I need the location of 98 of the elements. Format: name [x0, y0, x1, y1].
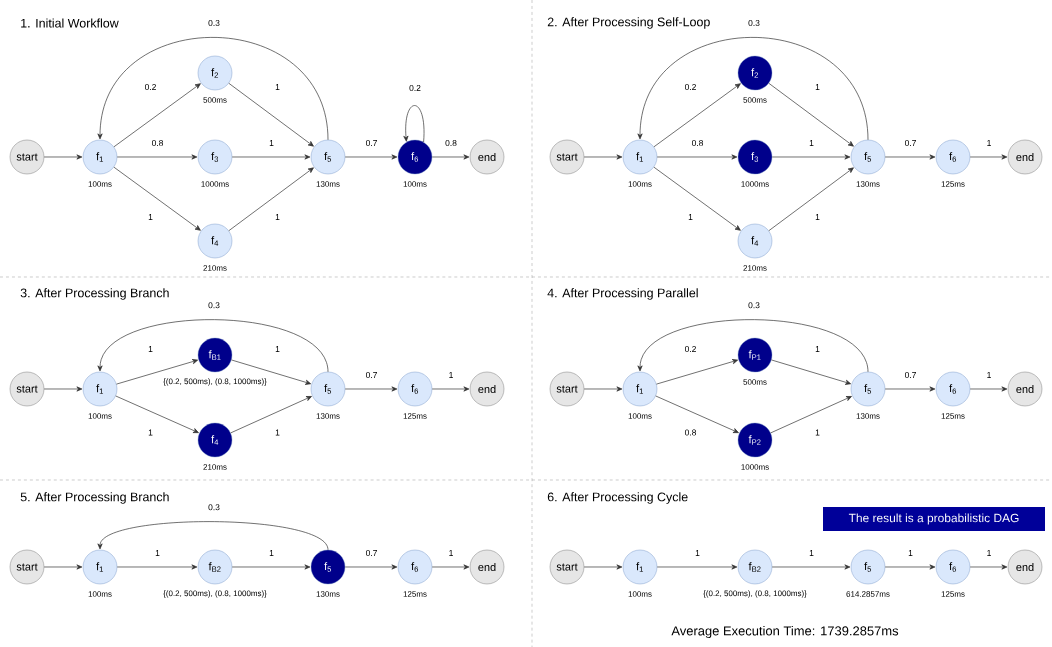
- arrow: [583, 154, 623, 160]
- edge-label: 1: [147, 345, 154, 353]
- edge-label: 1: [274, 428, 281, 437]
- edge-label: 1: [808, 139, 815, 147]
- arrow: [583, 564, 623, 570]
- edge-label: 0.2: [408, 84, 422, 92]
- arrow: [768, 167, 854, 232]
- arrow: [113, 166, 201, 231]
- arrow: [884, 386, 936, 392]
- arrow: [344, 564, 398, 570]
- arrow: [656, 564, 738, 570]
- edge-label: 1: [985, 371, 993, 379]
- edge-label: 0.3: [747, 301, 761, 310]
- edge-label: 1: [694, 549, 701, 557]
- edge-label: 0.8: [444, 139, 458, 147]
- arrow: [656, 359, 738, 385]
- arrow: [113, 83, 201, 148]
- edge-label: 0.8: [690, 139, 705, 147]
- arrow: [97, 521, 329, 551]
- arrow: [771, 564, 851, 570]
- arrow: [403, 105, 425, 143]
- arrow: [637, 37, 869, 141]
- arrow: [97, 319, 329, 373]
- panel-title: 5. After Processing Branch: [20, 492, 169, 504]
- edge-label: 0.8: [683, 428, 698, 437]
- arrow: [431, 564, 470, 570]
- edge-label: 1: [147, 428, 154, 437]
- arrow: [653, 166, 741, 231]
- arrow: [884, 154, 936, 160]
- arrow: [771, 154, 851, 160]
- edge-label: 1: [814, 428, 821, 437]
- panel-title: 2. After Processing Self-Loop: [547, 17, 710, 29]
- edge-label: 1: [814, 83, 821, 91]
- edge-label: 1: [808, 549, 815, 557]
- edge-label: 1: [147, 213, 154, 221]
- panel-title: 6. After Processing Cycle: [547, 492, 688, 504]
- arrow: [230, 396, 312, 434]
- arrow: [43, 154, 83, 160]
- panel-title: 1. Initial Workflow: [21, 18, 119, 28]
- arrow: [969, 154, 1008, 160]
- arrow: [344, 386, 398, 392]
- edge-label: 0.3: [207, 301, 221, 310]
- edge-label: 0.7: [364, 139, 379, 147]
- arrow: [655, 395, 739, 433]
- arrow: [43, 386, 83, 392]
- edge-label: 0.2: [683, 345, 698, 353]
- edge-label: 1: [268, 139, 275, 147]
- edge-label: 0.3: [207, 19, 221, 27]
- edge-label: 1: [274, 345, 281, 353]
- arrow: [771, 359, 852, 385]
- panel-title: 3. After Processing Branch: [20, 288, 169, 300]
- arrow: [656, 154, 738, 160]
- arrow: [431, 386, 470, 392]
- arrow: [344, 154, 398, 160]
- edge-label: 0.7: [903, 371, 918, 379]
- edge-label: 1: [814, 345, 821, 353]
- edge-label: 0.2: [143, 83, 158, 91]
- arrow: [583, 386, 623, 392]
- arrow: [884, 564, 936, 570]
- edge-label: 1: [274, 213, 281, 221]
- arrow: [231, 564, 311, 570]
- edge-label: 1: [907, 549, 914, 557]
- arrow: [770, 396, 852, 434]
- arrow: [116, 359, 198, 385]
- arrow: [115, 395, 199, 433]
- edge-label: 0.7: [903, 139, 918, 147]
- arrow: [653, 83, 741, 148]
- arrow: [969, 386, 1008, 392]
- edge-label: 0.8: [150, 139, 165, 147]
- panel-title: 4. After Processing Parallel: [547, 288, 698, 300]
- arrow: [637, 319, 869, 373]
- arrow: [43, 564, 83, 570]
- edge-label: 1: [447, 371, 455, 379]
- edge-label: 1: [154, 549, 161, 557]
- arrow: [768, 82, 854, 147]
- summary-text: Average Execution Time: 1739.2857ms: [671, 625, 899, 639]
- edge-label: 1: [268, 549, 275, 557]
- edge-label: 0.3: [747, 19, 761, 27]
- arrow: [97, 37, 329, 141]
- arrow: [116, 154, 198, 160]
- edge-label: 1: [814, 213, 821, 221]
- edge-label: 1: [985, 139, 993, 147]
- arrow: [431, 154, 470, 160]
- edge-label: 0.2: [683, 83, 698, 91]
- arrow: [231, 359, 312, 385]
- arrow: [228, 167, 314, 232]
- edge-label: 0.7: [364, 371, 379, 379]
- result-box: The result is a probabilistic DAG: [823, 507, 1045, 531]
- arrow: [231, 154, 311, 160]
- arrow: [228, 82, 314, 147]
- edge-label: 1: [447, 549, 455, 557]
- edge-label: 0.7: [364, 549, 379, 557]
- edge-label: 0.3: [207, 503, 221, 512]
- arrow: [969, 564, 1008, 570]
- edge-label: 1: [985, 549, 993, 557]
- edge-label: 1: [274, 83, 281, 91]
- edge-label: 1: [687, 213, 694, 221]
- arrow: [116, 564, 198, 570]
